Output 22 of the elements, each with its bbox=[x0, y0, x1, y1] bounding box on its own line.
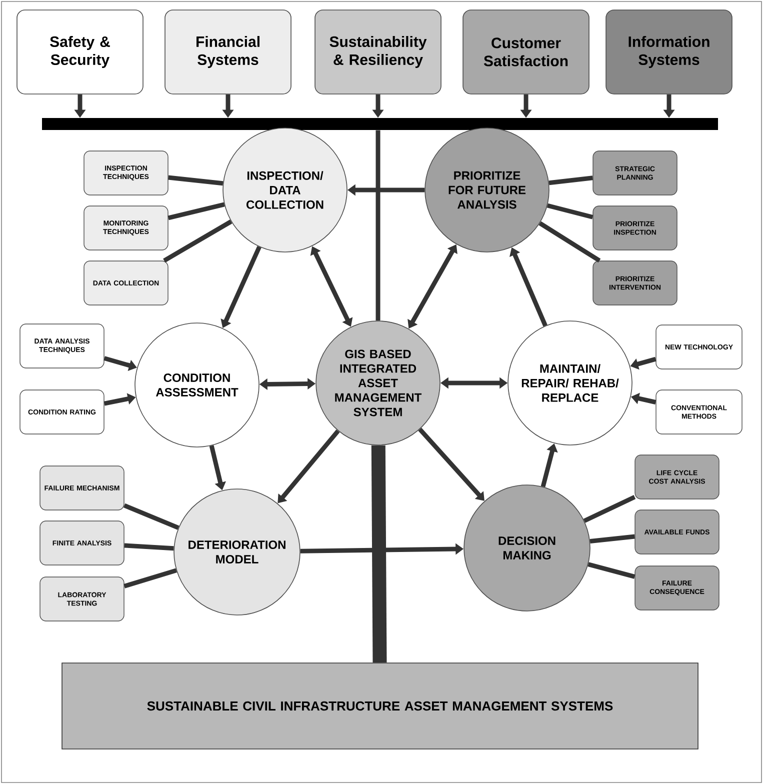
connector-line bbox=[163, 220, 232, 263]
category-box: Financial Systems bbox=[164, 10, 292, 94]
connector-line bbox=[168, 175, 224, 186]
connector-line bbox=[168, 202, 225, 220]
connector-line bbox=[124, 568, 177, 588]
connector-line bbox=[371, 445, 387, 663]
connector-line bbox=[583, 494, 636, 523]
connector-line bbox=[588, 562, 636, 579]
category-box: Safety & Security bbox=[16, 10, 144, 94]
connector-line bbox=[124, 543, 174, 551]
arrow bbox=[418, 428, 484, 501]
category-box: Information Systems bbox=[606, 10, 732, 94]
connector-line bbox=[376, 130, 380, 321]
category-box: Sustainability & Resiliency bbox=[314, 10, 442, 94]
connector-line bbox=[548, 176, 593, 186]
bus-bar bbox=[42, 118, 718, 130]
connector-line bbox=[124, 503, 180, 530]
connector-line bbox=[590, 534, 635, 544]
system-box: SUSTAINABLE CIVIL INFRASTRUCTURE ASSET MANAGEMENT SYSTEMS bbox=[62, 662, 698, 750]
connector-line bbox=[538, 221, 601, 263]
connector-line bbox=[546, 203, 594, 220]
category-box: Customer Satisfaction bbox=[462, 10, 590, 94]
